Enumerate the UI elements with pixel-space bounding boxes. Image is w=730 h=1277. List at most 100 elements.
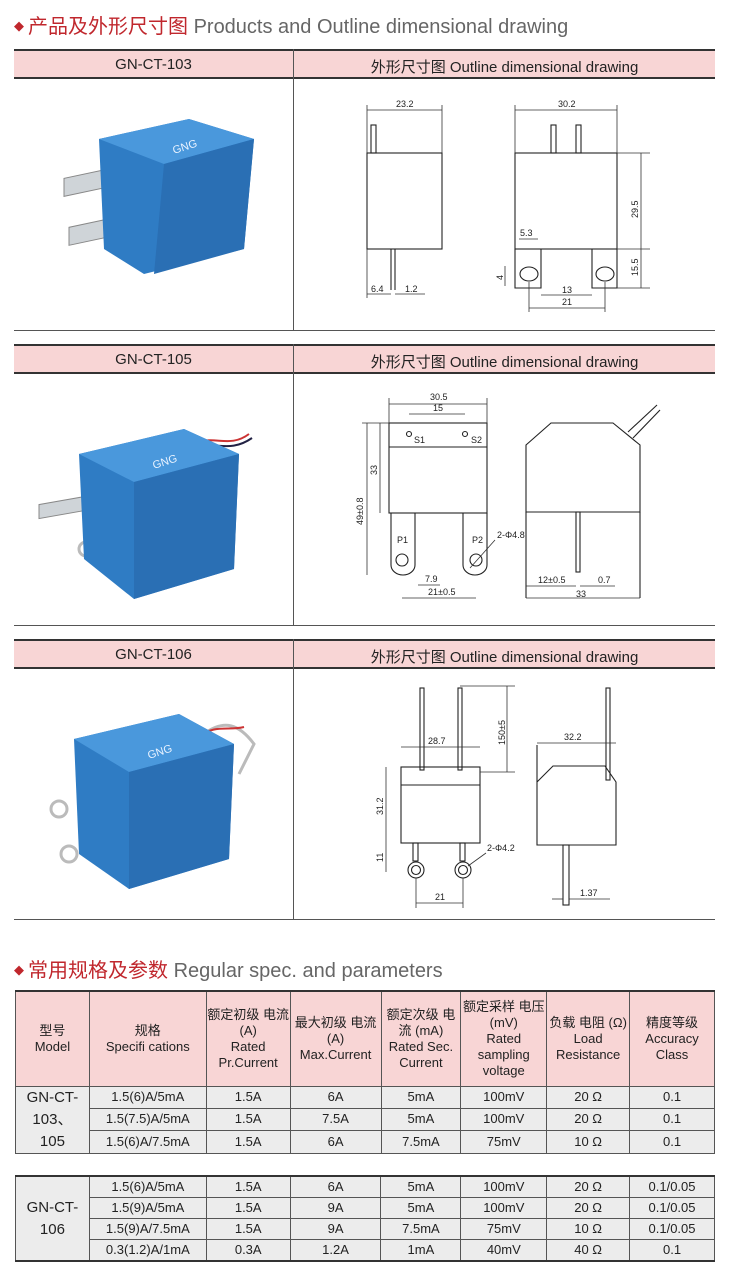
svg-text:29.5: 29.5 — [630, 200, 640, 218]
table-cell: 40mV — [460, 1239, 548, 1262]
svg-text:S1: S1 — [414, 435, 425, 445]
table-cell: 20 Ω — [546, 1197, 631, 1219]
svg-text:33: 33 — [576, 589, 586, 599]
svg-text:33: 33 — [369, 465, 379, 475]
table-cell: 7.5A — [289, 1107, 382, 1132]
product-photo: GNG — [63, 119, 254, 274]
model-label: GN-CT-105 — [115, 351, 192, 368]
svg-text:31.2: 31.2 — [375, 797, 385, 815]
table-cell: 1.5(6)A/7.5mA — [88, 1130, 207, 1154]
svg-text:21: 21 — [562, 297, 572, 307]
table-cell: 100mV — [460, 1107, 548, 1132]
svg-text:150±5: 150±5 — [497, 720, 507, 745]
svg-text:13: 13 — [562, 285, 572, 295]
table-cell: 1.2A — [289, 1239, 382, 1262]
outline-drawing: S1 S2 P1 P2 2-Φ4.8 30.5 15 49±0.8 33 7.9 2… — [355, 392, 661, 599]
divider — [293, 49, 294, 331]
svg-text:49±0.8: 49±0.8 — [355, 498, 365, 525]
svg-text:P1: P1 — [397, 535, 408, 545]
svg-text:5.3: 5.3 — [520, 228, 533, 238]
table-cell: 6A — [289, 1175, 382, 1198]
table-cell: 75mV — [460, 1218, 548, 1240]
table-cell: 0.1/0.05 — [629, 1218, 715, 1240]
product-photo: GNG — [38, 429, 253, 599]
col-header-sampling-voltage: 额定采样 电压 (mV)Rated sampling voltage — [460, 990, 548, 1087]
drawing-label: 外形尺寸图 Outline dimensional drawing — [370, 354, 639, 371]
table-cell: 1.5(6)A/5mA — [88, 1085, 207, 1109]
model-label: GN-CT-103 — [115, 56, 192, 73]
diamond-bullet-icon: ◆ — [14, 962, 24, 977]
svg-text:S2: S2 — [471, 435, 482, 445]
table-cell: 7.5mA — [380, 1130, 462, 1154]
table-cell: 1.5A — [205, 1130, 291, 1154]
divider — [14, 625, 715, 626]
svg-text:11: 11 — [375, 853, 385, 862]
divider — [293, 639, 294, 920]
table-cell: 5mA — [380, 1175, 462, 1198]
table-cell: 0.1 — [629, 1239, 715, 1262]
svg-text:32.2: 32.2 — [564, 732, 582, 742]
product-gn-ct-105: GN-CT-105 外形尺寸图 Outline dimensional draw… — [14, 344, 715, 626]
divider — [14, 919, 715, 920]
product-header: GN-CT-105 外形尺寸图 Outline dimensional draw… — [14, 344, 715, 374]
svg-text:P2: P2 — [472, 535, 483, 545]
svg-text:2-Φ4.2: 2-Φ4.2 — [487, 843, 515, 853]
table-cell: 40 Ω — [546, 1239, 631, 1262]
model-label: GN-CT-106 — [115, 646, 192, 663]
table-cell: 5mA — [380, 1197, 462, 1219]
product-photo: GNG — [49, 714, 256, 889]
table-cell: 0.1 — [629, 1107, 715, 1132]
svg-text:2-Φ4.8: 2-Φ4.8 — [497, 530, 525, 540]
table-cell: 1mA — [380, 1239, 462, 1262]
diamond-bullet-icon: ◆ — [14, 18, 24, 33]
table-cell: 0.1 — [629, 1085, 715, 1109]
table-cell: 75mV — [460, 1130, 548, 1154]
svg-text:28.7: 28.7 — [428, 736, 446, 746]
table-cell: 1.5(9)A/5mA — [88, 1197, 207, 1219]
svg-text:1.37: 1.37 — [580, 888, 598, 898]
model-cell: GN-CT-106 — [15, 1175, 90, 1262]
table-cell: 1.5(7.5)A/5mA — [88, 1107, 207, 1132]
divider — [14, 330, 715, 331]
product-header: GN-CT-106 外形尺寸图 Outline dimensional draw… — [14, 639, 715, 669]
svg-text:15: 15 — [433, 403, 443, 413]
svg-text:30.2: 30.2 — [558, 99, 576, 109]
table-cell: 0.1 — [629, 1130, 715, 1154]
col-header-load: 负载 电阻 (Ω)Load Resistance — [546, 990, 631, 1087]
svg-text:21±0.5: 21±0.5 — [428, 587, 455, 597]
table-cell: 0.3(1.2)A/1mA — [88, 1239, 207, 1262]
svg-text:7.9: 7.9 — [425, 574, 438, 584]
svg-text:30.5: 30.5 — [430, 392, 448, 402]
table-cell: 9A — [289, 1218, 382, 1240]
table-cell: 1.5A — [205, 1197, 291, 1219]
table-cell: 20 Ω — [546, 1085, 631, 1109]
table-cell: 1.5A — [205, 1107, 291, 1132]
table-cell: 100mV — [460, 1197, 548, 1219]
table-cell: 0.1/0.05 — [629, 1175, 715, 1198]
col-header-sec-current: 额定次级 电流 (mA)Rated Sec. Current — [380, 990, 462, 1087]
table-cell: 9A — [289, 1197, 382, 1219]
table-cell: 10 Ω — [546, 1130, 631, 1154]
table-cell: 20 Ω — [546, 1107, 631, 1132]
col-header-rated-current: 额定初级 电流 (A)Rated Pr.Current — [205, 990, 291, 1087]
table-cell: 1.5(9)A/7.5mA — [88, 1218, 207, 1240]
svg-text:15.5: 15.5 — [630, 258, 640, 276]
table-cell: 6A — [289, 1085, 382, 1109]
table-cell: 1.5A — [205, 1085, 291, 1109]
drawing-label: 外形尺寸图 Outline dimensional drawing — [370, 649, 639, 666]
table-cell: 100mV — [460, 1175, 548, 1198]
svg-text:12±0.5: 12±0.5 — [538, 575, 565, 585]
table-cell: 5mA — [380, 1107, 462, 1132]
table-cell: 6A — [289, 1130, 382, 1154]
svg-text:1.2: 1.2 — [405, 284, 418, 294]
